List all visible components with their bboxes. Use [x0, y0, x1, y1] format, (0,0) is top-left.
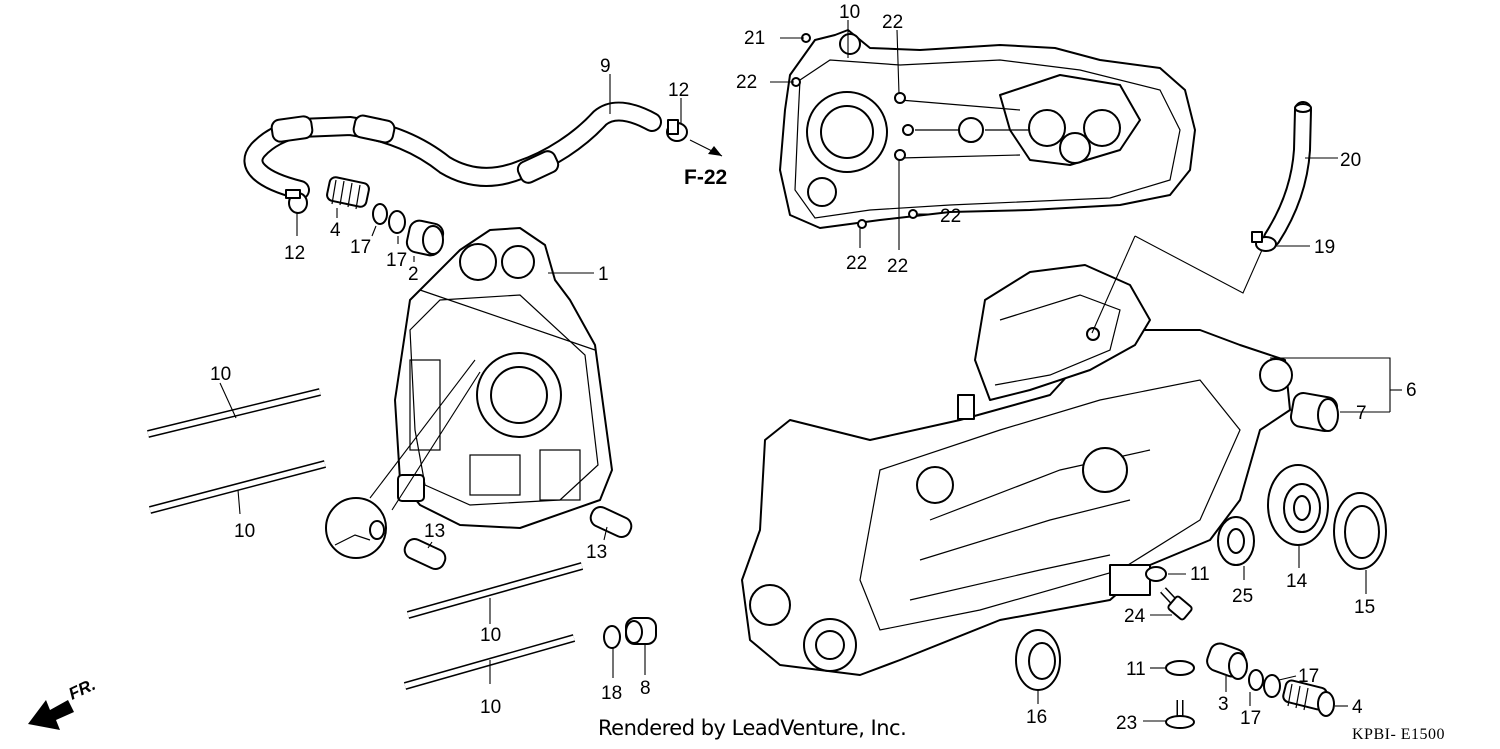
callout-4: 4: [1352, 697, 1363, 718]
callout-9: 10: [839, 2, 860, 23]
callout-10: 10: [480, 697, 501, 718]
dowel-13-left: [403, 538, 447, 570]
collar-8: [625, 617, 657, 645]
callout-12: 12: [668, 80, 689, 101]
washer-11a: [1145, 566, 1167, 582]
callout-4: 4: [330, 220, 341, 241]
drain-tube-20: [1263, 101, 1312, 247]
o-ring-17d: [1263, 674, 1281, 698]
callout-13: 13: [586, 542, 607, 563]
callout-5: 9: [600, 56, 611, 77]
direction-label: FR.: [66, 675, 99, 704]
callout-2: 2: [408, 264, 419, 285]
leader-19-bracket: [1134, 235, 1263, 294]
clip-19: [1251, 231, 1277, 252]
o-ring-17b: [388, 210, 406, 234]
leader-19-to-case: [1091, 235, 1136, 334]
callout-22: 22: [940, 206, 961, 227]
front-direction-arrow: FR.: [28, 675, 99, 730]
callout-17: 17: [1298, 666, 1319, 687]
bolt-23: [1165, 700, 1195, 729]
right-crankcase-half: [741, 264, 1293, 676]
oil-seal-16: [1015, 629, 1061, 691]
callout-21: 21: [744, 28, 765, 49]
dowel-3: [1206, 642, 1248, 680]
o-ring-17c: [1248, 669, 1264, 691]
callout-14: 14: [1286, 571, 1308, 592]
callout-22: 22: [887, 256, 908, 277]
oil-seal-15: [1333, 492, 1387, 570]
stud-bolt-10c: [406, 562, 584, 619]
bearing-25: [1217, 516, 1255, 566]
dowel-13-right: [589, 506, 633, 538]
stud-bolt-10b: [148, 460, 327, 514]
hose-clamp-left: [285, 189, 308, 214]
callout-17: 17: [386, 250, 407, 271]
reference-label: F-22: [684, 166, 727, 189]
callout-22: 22: [882, 12, 903, 33]
callout-12: 12: [284, 243, 305, 264]
callout-18: 18: [601, 683, 622, 704]
left-crankcase-half: [394, 227, 613, 529]
hose-clamp-right: [666, 119, 688, 142]
crankcase-gasket-cover: [779, 29, 1196, 229]
callout-16: 16: [1026, 707, 1047, 728]
leader-lines: [219, 20, 1402, 722]
bolt-4-top: [326, 176, 370, 210]
callout-11: 11: [1126, 659, 1146, 680]
callout-8: 8: [640, 678, 651, 699]
detail-magnifier: [325, 359, 481, 559]
credit-text: Rendered by LeadVenture, Inc.: [598, 716, 907, 740]
callout-25: 25: [1232, 586, 1253, 607]
callout-22: 22: [846, 253, 867, 274]
callout-20: 20: [1340, 150, 1361, 171]
callout-10: 10: [480, 625, 501, 646]
diagram-code: KPBI- E1500: [1352, 726, 1446, 743]
callout-24: 24: [1124, 606, 1146, 627]
dowel-2: [405, 219, 445, 257]
callout-22: 22: [736, 72, 757, 93]
ref-arrow: [689, 139, 723, 157]
callout-1: 1: [598, 264, 609, 285]
callout-numbers: 9 12 12 4 17 17 2 1 10 10 13 13 10 10 18…: [210, 2, 1417, 734]
callout-3: 3: [1218, 694, 1229, 715]
bolt-4-bottom: [1282, 679, 1335, 717]
callout-10: 10: [234, 521, 255, 542]
callout-15: 15: [1354, 597, 1375, 618]
collar-7: [1289, 392, 1339, 432]
callout-10: 10: [210, 364, 231, 385]
bearing-14: [1267, 464, 1329, 546]
bolt-24: [1160, 587, 1193, 621]
washer-18: [603, 625, 621, 649]
breather-hose: [243, 101, 662, 200]
callout-17: 17: [350, 237, 371, 258]
callout-7: 7: [1356, 403, 1367, 424]
callout-23: 23: [1116, 713, 1137, 734]
washer-11b: [1165, 660, 1195, 676]
o-ring-17a: [372, 203, 388, 225]
callout-19: 19: [1314, 237, 1335, 258]
callout-6: 6: [1406, 380, 1417, 401]
callout-11: 11: [1190, 564, 1210, 585]
callout-17: 17: [1240, 708, 1261, 729]
callout-13: 13: [424, 521, 445, 542]
